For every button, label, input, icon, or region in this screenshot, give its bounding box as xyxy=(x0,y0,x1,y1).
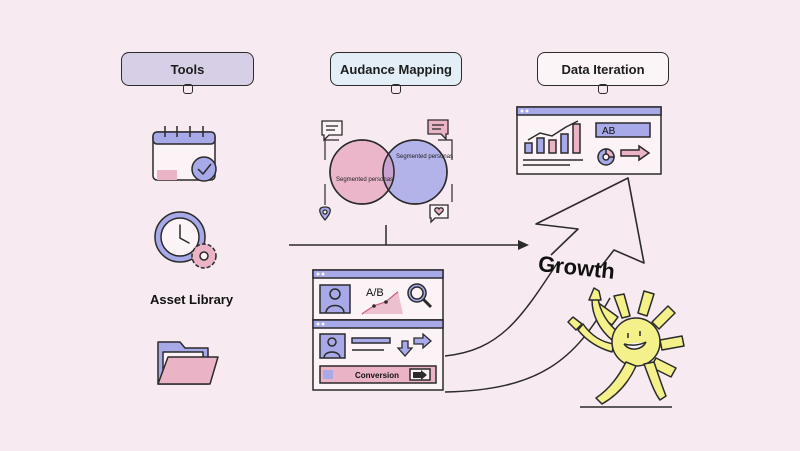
growth-label: Growth xyxy=(537,251,616,284)
venn-diagram xyxy=(330,140,447,204)
funnel-ab-label: A/B xyxy=(366,287,384,299)
heart-chat-icon xyxy=(430,205,448,222)
dashboard-ab-label: AB xyxy=(602,126,616,137)
venn-left-label: Segmented personas xyxy=(336,177,393,183)
chat-icon-pink xyxy=(428,120,448,139)
dashboard-window xyxy=(517,107,661,174)
flow-connector xyxy=(289,225,518,245)
location-pin-icon xyxy=(320,207,331,220)
calendar-check-icon xyxy=(153,126,216,181)
conversion-label: Conversion xyxy=(355,371,399,380)
clock-gear-icon xyxy=(155,212,216,268)
venn-right-label: Segmented personas xyxy=(396,154,453,160)
flow-arrowhead xyxy=(518,240,529,250)
folder-icon xyxy=(158,342,218,384)
chat-icon xyxy=(322,121,342,140)
